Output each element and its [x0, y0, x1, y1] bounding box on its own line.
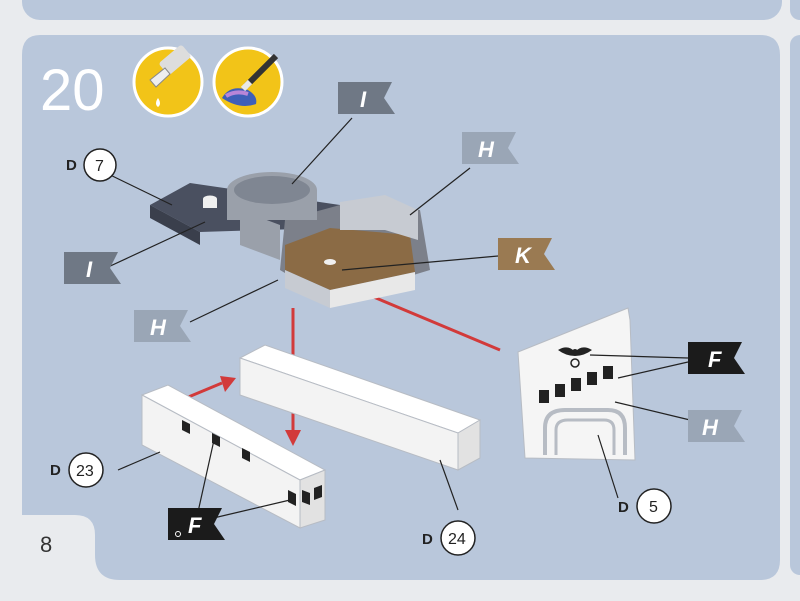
window: [302, 490, 310, 505]
window: [587, 372, 597, 385]
flag-F-bottom: F: [168, 508, 225, 540]
svg-text:D: D: [66, 157, 77, 174]
svg-text:7: 7: [95, 158, 104, 175]
window: [182, 420, 190, 434]
part-d23: [140, 384, 327, 529]
svg-text:23: 23: [76, 463, 94, 480]
svg-text:D: D: [50, 462, 61, 479]
platform-assembly: [150, 172, 430, 308]
flag-H-right: H: [688, 410, 745, 442]
part-label-d23: D 23: [50, 452, 104, 488]
svg-text:I: I: [86, 257, 93, 282]
flag-K: K: [498, 238, 555, 270]
svg-text:D: D: [422, 531, 433, 548]
flag-I-left: I: [64, 252, 121, 284]
window: [314, 485, 322, 500]
window: [288, 490, 296, 506]
svg-text:F: F: [708, 347, 722, 372]
svg-text:H: H: [478, 137, 495, 162]
window: [603, 366, 613, 379]
svg-text:K: K: [515, 243, 533, 268]
arrow-to-d24: [185, 381, 223, 400]
paint-brush-icon: [212, 46, 284, 118]
step-number: 20: [40, 58, 105, 123]
svg-text:F: F: [188, 513, 202, 538]
flag-F-right: F: [688, 342, 745, 374]
glue-bottle-icon: [132, 45, 204, 118]
window: [571, 378, 581, 391]
part-label-d7: D 7: [66, 148, 117, 182]
previous-step-panel-right: [790, 0, 800, 20]
page-number: 8: [40, 532, 52, 557]
part-d5: [517, 307, 636, 461]
window: [212, 433, 220, 447]
flag-H-left: H: [134, 310, 191, 342]
window: [539, 390, 549, 403]
part-d24: [238, 344, 482, 471]
part-label-d24: D 24: [422, 520, 476, 556]
svg-text:H: H: [702, 415, 719, 440]
part-label-d5: D 5: [618, 488, 672, 524]
flag-H-top: H: [462, 132, 519, 164]
eagle-emblem-icon: [558, 347, 592, 368]
window: [242, 448, 250, 462]
svg-text:H: H: [150, 315, 167, 340]
previous-step-panel: [22, 0, 782, 20]
flag-I-top: I: [338, 82, 395, 114]
svg-text:5: 5: [649, 499, 658, 516]
svg-text:I: I: [360, 87, 367, 112]
leader-lines: [99, 117, 691, 521]
window: [555, 384, 565, 397]
svg-text:D: D: [618, 499, 629, 516]
svg-text:24: 24: [448, 531, 466, 548]
next-step-panel: [790, 35, 800, 575]
